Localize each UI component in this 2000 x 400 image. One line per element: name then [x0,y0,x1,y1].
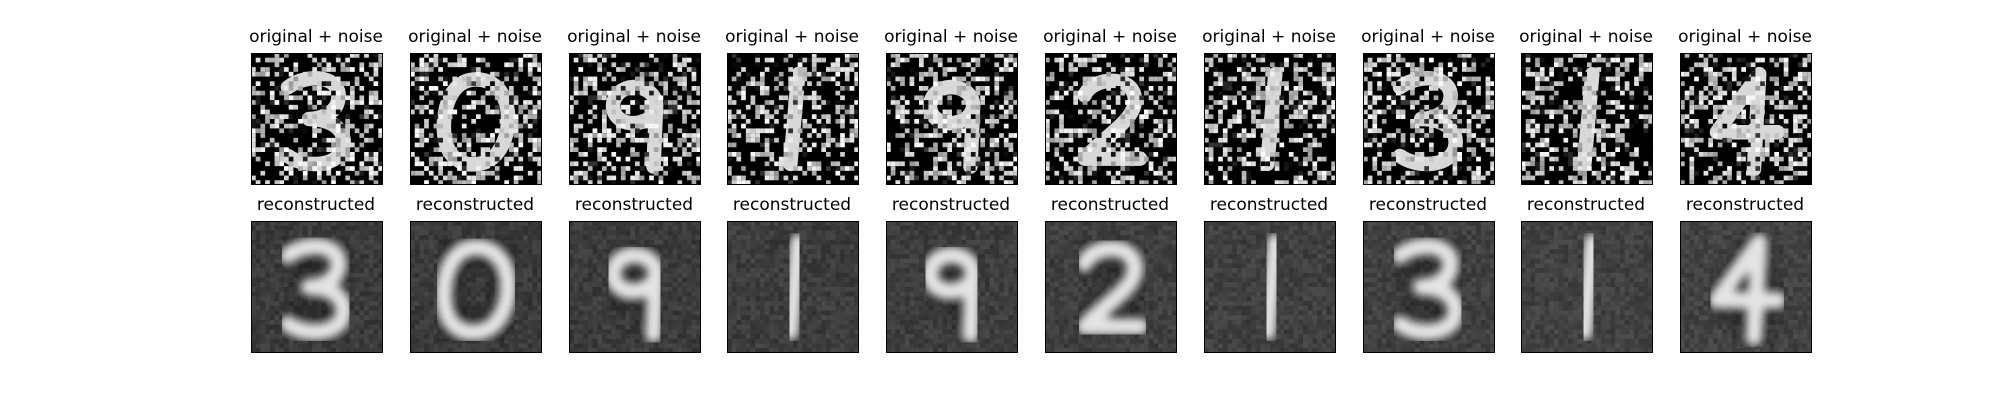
noisy-panel-title: original + noise [567,27,701,47]
noisy-panel-title: original + noise [1678,27,1812,47]
reconstructed-image [727,221,859,353]
noisy-panel-title: original + noise [1519,27,1653,47]
digit-stroke [1076,240,1149,336]
panel-frame [569,221,701,353]
reconstructed-panel-title: reconstructed [1526,195,1646,215]
noisy-image [251,53,383,185]
reconstructed-panel-title: reconstructed [1368,195,1488,215]
reconstructed-image [1680,221,1812,353]
noisy-image [886,53,1018,185]
noisy-panel-title: original + noise [725,27,859,47]
panel-frame [727,53,859,185]
reconstructed-image-panel: reconstructed [886,195,1018,353]
panel-frame [1045,53,1177,185]
noisy-image [569,53,701,185]
noisy-image [1680,53,1812,185]
reconstructed-panel-title: reconstructed [415,195,535,215]
reconstructed-panel-title: reconstructed [891,195,1011,215]
noisy-panel-title: original + noise [408,27,542,47]
reconstructed-panel-title: reconstructed [732,195,852,215]
noisy-panel-title: original + noise [884,27,1018,47]
panel-frame [1680,221,1812,353]
reconstructed-panel-title: reconstructed [1209,195,1329,215]
noisy-image [1521,53,1653,185]
digit-stroke [604,246,665,344]
panel-frame [1363,53,1495,185]
panel-frame [410,53,542,185]
reconstructed-panel-title: reconstructed [574,195,694,215]
digit-stroke [1708,233,1787,346]
noisy-image-panel: original + noise [1678,27,1812,185]
reconstructed-image [251,221,383,353]
panel-frame [251,221,383,353]
reconstructed-image-panel: reconstructed [569,195,701,353]
panel-frame [1680,53,1812,185]
reconstructed-image-panel: reconstructed [410,195,542,353]
digit-stroke [1258,233,1284,341]
noisy-image [1045,53,1177,185]
reconstructed-image-panel: reconstructed [1521,195,1653,353]
noisy-image-panel: original + noise [1202,27,1336,185]
reconstructed-image-panel: reconstructed [1363,195,1495,353]
reconstructed-image [1204,221,1336,353]
reconstructed-panel-title: reconstructed [1685,195,1805,215]
panel-frame [251,53,383,185]
noisy-image-panel: original + noise [725,27,859,185]
reconstructed-image-panel: reconstructed [1680,195,1812,353]
panel-frame [1204,53,1336,185]
reconstructed-image-panel: reconstructed [727,195,859,353]
panel-frame [1363,221,1495,353]
digit-stroke [781,233,807,341]
noisy-image-panel: original + noise [567,27,701,185]
reconstructed-panel-title: reconstructed [1050,195,1170,215]
panel-frame [1521,53,1653,185]
panel-frame [727,221,859,353]
noisy-image [1363,53,1495,185]
noisy-image-panel: original + noise [1043,27,1177,185]
reconstructed-image-panel: reconstructed [1204,195,1336,353]
panel-frame [1045,221,1177,353]
panel-frame [1204,221,1336,353]
noisy-image-panel: original + noise [408,27,542,185]
noisy-image-panel: original + noise [884,27,1018,185]
reconstructed-image-panel: reconstructed [251,195,383,353]
digit-stroke [435,238,517,341]
digit-stroke [279,237,353,341]
noisy-image [1204,53,1336,185]
noisy-image-panel: original + noise [1361,27,1495,185]
digit-stroke [921,246,982,344]
noisy-image-panel: original + noise [1519,27,1653,185]
reconstructed-image [410,221,542,353]
reconstructed-image [1045,221,1177,353]
digit-stroke [1391,237,1465,341]
panel-frame [410,221,542,353]
noisy-panel-title: original + noise [1043,27,1177,47]
reconstructed-panel-title: reconstructed [256,195,376,215]
noisy-panel-title: original + noise [1361,27,1495,47]
noisy-panel-title: original + noise [1202,27,1336,47]
noisy-image [727,53,859,185]
panel-frame [569,53,701,185]
panel-frame [886,53,1018,185]
digit-stroke [1575,233,1601,341]
reconstructed-image [886,221,1018,353]
panel-frame [1521,221,1653,353]
panel-frame [886,221,1018,353]
reconstructed-image [569,221,701,353]
noisy-panel-title: original + noise [249,27,383,47]
reconstructed-image [1363,221,1495,353]
reconstructed-image-panel: reconstructed [1045,195,1177,353]
reconstructed-image [1521,221,1653,353]
noisy-image [410,53,542,185]
noisy-image-panel: original + noise [249,27,383,185]
